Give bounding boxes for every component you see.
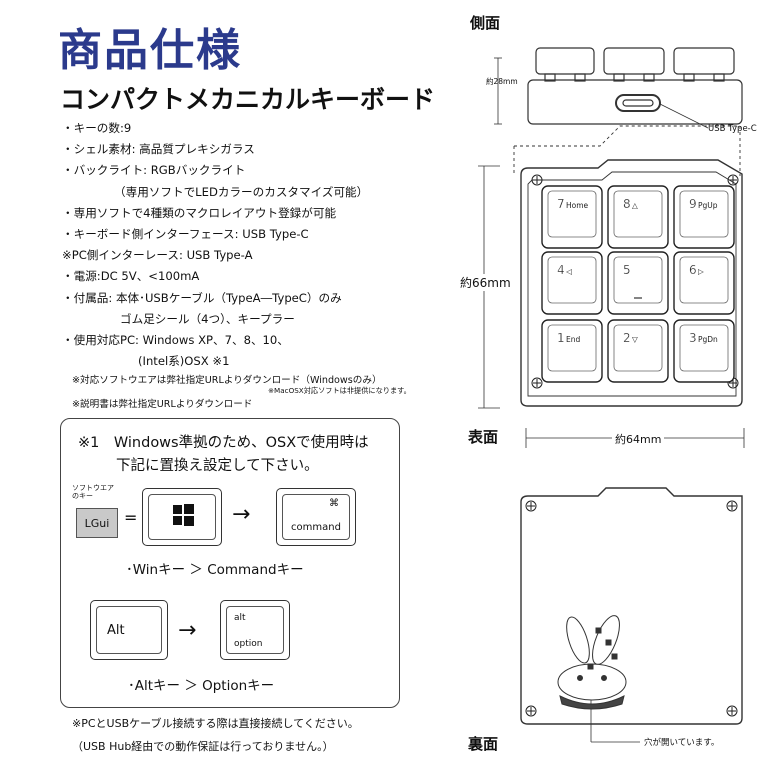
windows-logo-icon: [173, 504, 194, 526]
usb-type-c-label: USB Type-C: [708, 124, 757, 134]
keycap-number: 9: [689, 197, 697, 211]
keycap-sublabel: Home: [566, 201, 589, 210]
spec-item: （専用ソフトでLEDカラーのカスタマイズ可能）: [114, 184, 369, 199]
win-command-caption: ･Winキー ＞ Commandキー: [126, 562, 304, 578]
keycap-sublabel: End: [566, 335, 580, 344]
spec-item: ・バックライト: RGBバックライト: [62, 163, 246, 178]
osx-note-heading: ※1 Windows準拠のため、OSXで使用時は: [78, 435, 369, 451]
option-key: alt option: [220, 600, 290, 660]
macos-note: ※MacOSX対応ソフトは非提供になります。: [268, 386, 411, 395]
spec-item: ・電源:DC 5V、<100mA: [62, 269, 200, 284]
manual-note: ※説明書は弊社指定URLよりダウンロード: [72, 399, 253, 410]
keycap-sublabel: ◁: [566, 267, 572, 276]
option-label: option: [234, 639, 263, 649]
keycap-number: 8: [623, 197, 631, 211]
command-symbol-icon: ⌘: [329, 498, 339, 509]
lgui-key: LGui: [76, 508, 118, 538]
spec-item: ※PC側インターレース: USB Type-A: [62, 248, 253, 263]
side-view-label: 側面: [470, 14, 501, 32]
keycap-number: 2: [623, 331, 631, 345]
spec-item: ・キーボード側インターフェース: USB Type-C: [62, 227, 309, 242]
page-title: 商品仕様: [58, 25, 242, 76]
height-dimension: 約28mm: [486, 77, 518, 86]
depth-dimension: 約66mm: [460, 274, 511, 291]
windows-key: [142, 488, 222, 546]
usb-direct-note: ※PCとUSBケーブル接続する際は直接接続してください。: [72, 717, 359, 730]
back-view-label: 裏面: [468, 735, 499, 753]
keycap-sublabel: ▽: [632, 335, 638, 344]
keycap-number: 5: [623, 263, 631, 277]
width-dimension: 約64mm: [612, 431, 665, 447]
arrow-icon: →: [178, 618, 197, 643]
software-key-label: ソフトウエア のキー: [72, 484, 114, 500]
software-note: ※対応ソフトウエアは弊社指定URLよりダウンロード（Windowsのみ）: [72, 375, 382, 386]
spec-item: ・使用対応PC: Windows XP、7、8、10、: [62, 333, 289, 348]
spec-item: ・シェル素材: 高品質プレキシガラス: [62, 142, 255, 157]
alt-key: Alt: [90, 600, 168, 660]
hole-label: 穴が開いています。: [644, 738, 720, 748]
spec-item: (Intel系)OSX ※1: [138, 354, 230, 369]
keycap-6: 6▷: [673, 251, 735, 315]
alt-small-label: alt: [234, 613, 246, 623]
spec-list: ・キーの数:9 ・シェル素材: 高品質プレキシガラス ・バックライト: RGBバ…: [62, 118, 368, 372]
alt-label: Alt: [107, 623, 125, 638]
keycap-number: 7: [557, 197, 565, 211]
spec-item: ゴム足シール（4つ）、キープラー: [120, 311, 295, 326]
spec-item: ・キーの数:9: [62, 121, 132, 135]
keycap-sublabel: PgDn: [698, 335, 718, 344]
keycap-number: 6: [689, 263, 697, 277]
command-label: command: [291, 522, 341, 533]
keycap-8: 8△: [607, 185, 669, 249]
keycap-4: 4◁: [541, 251, 603, 315]
front-view-label: 表面: [468, 428, 499, 446]
product-subtitle: コンパクトメカニカルキーボード: [60, 85, 436, 114]
keycap-number: 3: [689, 331, 697, 345]
osx-note-heading-2: 下記に置換え設定して下さい。: [116, 458, 319, 474]
command-key: ⌘ command: [276, 488, 356, 546]
keycap-sublabel: △: [632, 201, 638, 210]
spec-item: ・付属品: 本体･USBケーブル（TypeA―TypeC）のみ: [62, 290, 342, 305]
osx-remap-box: [60, 418, 400, 708]
keycap-number: 1: [557, 331, 565, 345]
spec-item: ・専用ソフトで4種類のマクロレイアウト登録が可能: [62, 205, 337, 220]
arrow-icon: →: [232, 502, 251, 527]
equals-sign: =: [124, 508, 138, 527]
keycap-5: 5: [607, 251, 669, 315]
keycap-sublabel: PgUp: [698, 201, 718, 210]
bunny-mascot-icon: [557, 615, 627, 710]
usb-hub-note: （USB Hub経由での動作保証は行っておりません。）: [72, 740, 334, 753]
keycap-2: 2▽: [607, 319, 669, 383]
alt-option-caption: ･Altキー ＞ Optionキー: [128, 678, 275, 694]
keycap-sublabel: ▷: [698, 267, 704, 276]
keycap-number: 4: [557, 263, 565, 277]
